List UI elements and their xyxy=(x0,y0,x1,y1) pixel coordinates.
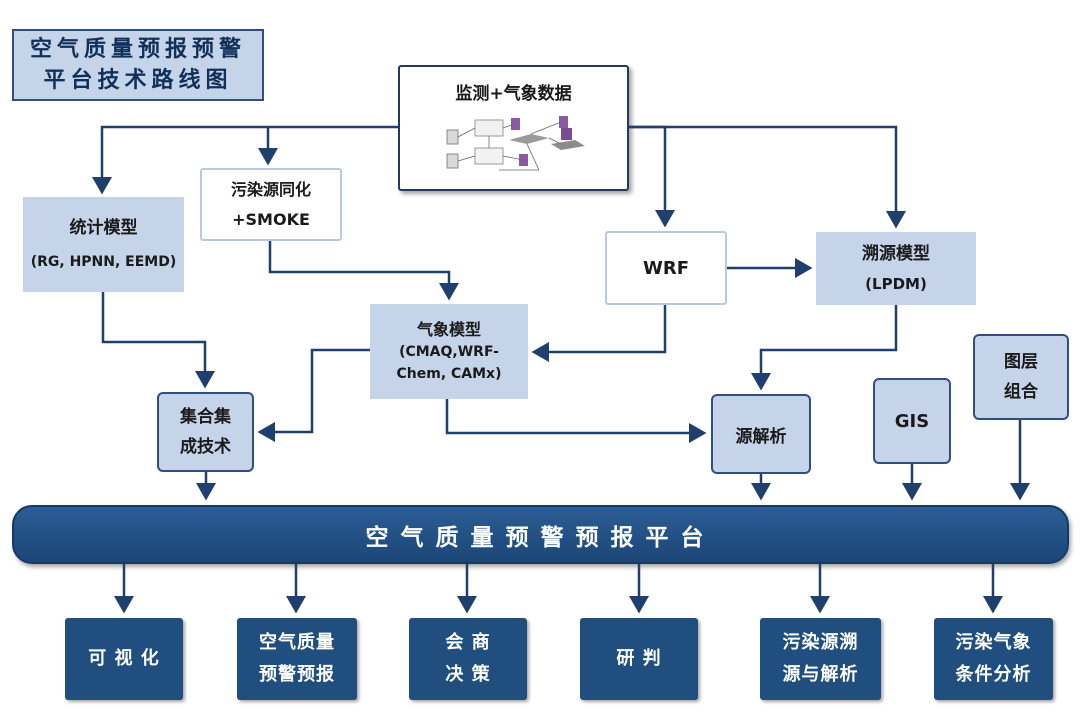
data-source-node: 监测+气象数据 xyxy=(398,65,629,191)
output-visualization: 可 视 化 xyxy=(65,618,183,700)
title-line-2: 平台技术路线图 xyxy=(43,68,233,93)
trace-model-title: 溯源模型 xyxy=(862,243,930,264)
data-source-label: 监测+气象数据 xyxy=(455,84,572,104)
arrow-emission-to-met xyxy=(268,241,459,301)
arrow-data-to-trace xyxy=(629,125,906,229)
ensemble-line-2: 成技术 xyxy=(180,437,231,457)
layer-combination-line-2: 组合 xyxy=(1004,382,1038,402)
title-line-1: 空气质量预报预警 xyxy=(29,37,246,62)
arrow-met-to-ensemble xyxy=(257,348,370,442)
wrf-label: WRF xyxy=(642,257,689,279)
output-label-line-2: 预警预报 xyxy=(259,664,335,685)
output-label-line-1: 污染气象 xyxy=(955,632,1032,653)
ensemble-line-1: 集合集 xyxy=(180,407,231,427)
output-label-line-1: 污染源溯 xyxy=(782,632,859,653)
statistical-model-title: 统计模型 xyxy=(69,217,138,238)
gis-label: GIS xyxy=(894,410,930,432)
output-label-line-2: 源与解析 xyxy=(782,664,859,685)
trace-model-node: 溯源模型 (LPDM) xyxy=(816,232,976,305)
layer-combination-node: 图层 组合 xyxy=(973,334,1069,420)
gis-node: GIS xyxy=(873,378,951,464)
output-pollution-meteorology: 污染气象 条件分析 xyxy=(934,618,1053,700)
layer-combination-line-1: 图层 xyxy=(1004,352,1038,372)
arrow-met-to-source xyxy=(445,399,707,443)
emission-assimilation-smoke: +SMOKE xyxy=(232,209,310,229)
emission-assimilation-title: 污染源同化 xyxy=(230,179,311,199)
meteorological-model-node: 气象模型 (CMAQ,WRF- Chem, CAMx) xyxy=(370,304,528,399)
trace-model-lpdm: (LPDM) xyxy=(865,274,927,293)
statistical-model-methods: (RG, HPNN, EEMD) xyxy=(30,253,177,270)
output-air-quality-forecast: 空气质量 预警预报 xyxy=(237,618,357,700)
ensemble-integration-node: 集合集 成技术 xyxy=(157,392,254,472)
diagram-title: 空气质量预报预警 平台技术路线图 xyxy=(12,29,264,101)
arrow-wrf-to-met xyxy=(531,305,667,362)
source-analysis-label: 源解析 xyxy=(735,426,787,447)
arrow-stat-to-ensemble xyxy=(101,292,215,389)
arrow-trace-to-source xyxy=(751,305,898,391)
output-label-line-1: 研 判 xyxy=(616,648,662,669)
source-analysis-node: 源解析 xyxy=(711,394,811,474)
emission-assimilation-node: 污染源同化 +SMOKE xyxy=(200,168,342,241)
arrow-data-to-wrf xyxy=(629,125,675,228)
output-consultation-decision: 会 商 决 策 xyxy=(409,618,527,700)
platform-bar: 空气质量预警预报平台 xyxy=(12,505,1069,564)
output-label-line-2: 条件分析 xyxy=(955,664,1032,685)
output-label-line-1: 空气质量 xyxy=(259,632,335,653)
meteorological-model-title: 气象模型 xyxy=(416,319,481,339)
output-label-line-2: 决 策 xyxy=(445,664,491,685)
wrf-node: WRF xyxy=(605,231,727,305)
statistical-model-node: 统计模型 (RG, HPNN, EEMD) xyxy=(23,197,184,292)
output-source-tracing: 污染源溯 源与解析 xyxy=(760,618,881,700)
meteorological-model-line3: Chem, CAMx) xyxy=(396,365,502,382)
meteorological-model-line2: (CMAQ,WRF- xyxy=(399,343,499,360)
network-topology-icon xyxy=(446,116,585,171)
output-label-line-1: 可 视 化 xyxy=(88,648,160,669)
output-assessment: 研 判 xyxy=(580,618,698,700)
platform-label: 空气质量预警预报平台 xyxy=(365,524,716,551)
output-label-line-1: 会 商 xyxy=(445,632,491,653)
